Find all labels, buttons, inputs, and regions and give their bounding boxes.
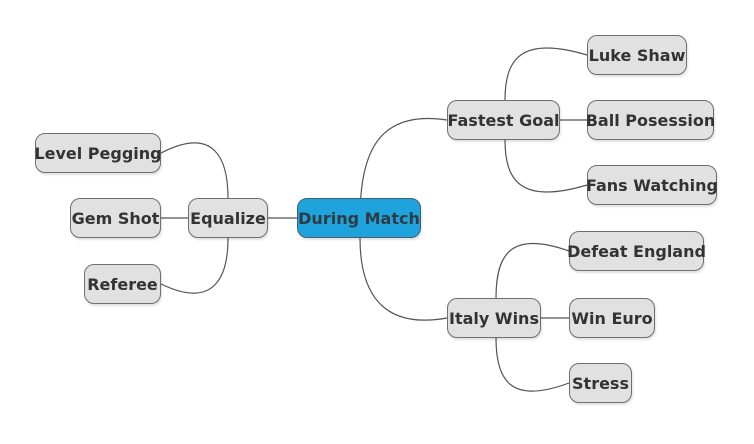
connector-root-fastest-goal <box>359 118 448 219</box>
root-node[interactable]: During Match <box>297 198 421 238</box>
connector-fastest-goal-luke-shaw <box>504 47 588 101</box>
node-gem-shot[interactable]: Gem Shot <box>70 198 161 238</box>
node-fans-watching[interactable]: Fans Watching <box>586 165 718 205</box>
connector-equalize-referee <box>160 237 229 294</box>
connector-italy-wins-defeat-england <box>495 242 570 299</box>
node-defeat-england[interactable]: Defeat England <box>567 231 706 271</box>
node-referee[interactable]: Referee <box>84 264 161 304</box>
node-equalize[interactable]: Equalize <box>188 198 268 238</box>
node-ball-posession[interactable]: Ball Posession <box>586 100 715 140</box>
node-level-pegging[interactable]: Level Pegging <box>34 133 162 173</box>
connector-equalize-level-pegging <box>160 142 229 199</box>
connector-fastest-goal-fans-watching <box>504 139 588 193</box>
node-win-euro[interactable]: Win Euro <box>569 298 655 338</box>
node-fastest-goal[interactable]: Fastest Goal <box>447 100 560 140</box>
node-italy-wins[interactable]: Italy Wins <box>447 298 541 338</box>
node-luke-shaw[interactable]: Luke Shaw <box>587 35 687 75</box>
connector-italy-wins-stress <box>495 337 570 392</box>
node-stress[interactable]: Stress <box>569 363 632 403</box>
connector-root-italy-wins <box>359 237 448 321</box>
